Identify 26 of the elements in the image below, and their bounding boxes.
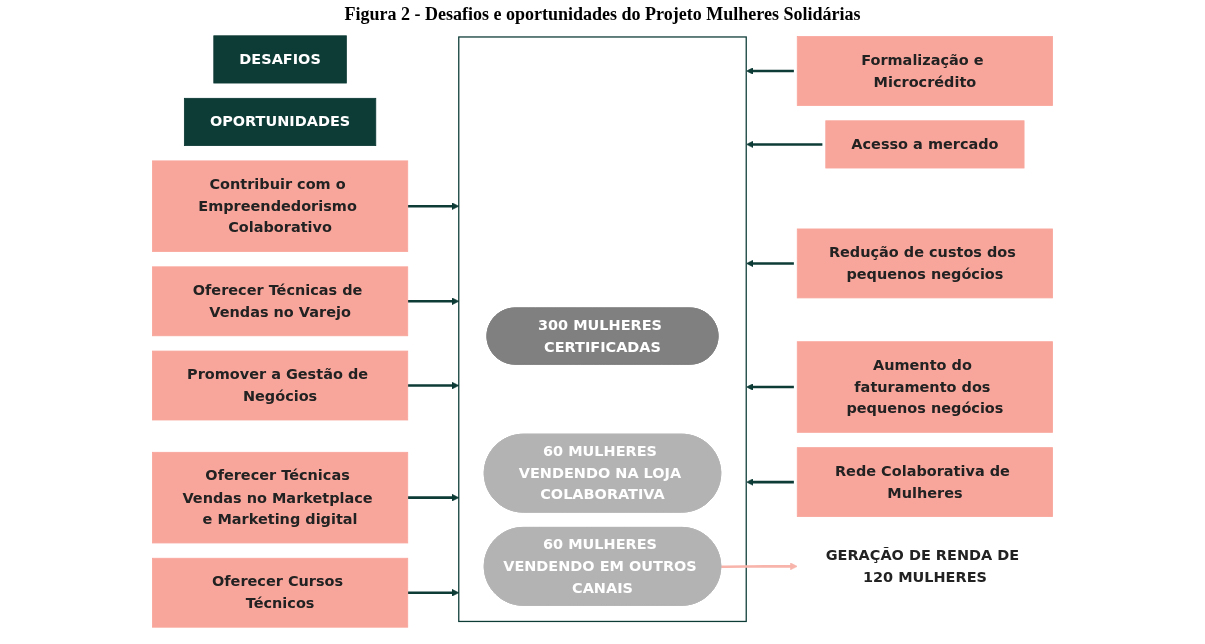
cluster xyxy=(458,36,747,623)
node-box: Oferecer Técnicas de Vendas no Varejo xyxy=(152,266,409,337)
node-box: DESAFIOS xyxy=(213,35,347,84)
figure-title: Figura 2 - Desafios e oportunidades do Projeto Mulheres Solidárias xyxy=(343,4,862,25)
arrow xyxy=(746,140,823,149)
arrow xyxy=(407,297,460,306)
arrow xyxy=(746,478,794,486)
arrow xyxy=(407,202,460,210)
node-text: GERAÇÃO DE RENDA DE 120 MULHERES xyxy=(825,546,1020,586)
node-box: Oferecer Cursos Técnicos xyxy=(152,557,409,628)
node-box: Formalização e Microcrédito xyxy=(796,36,1053,106)
node-box: Oferecer Técnicas Vendas no Marketplace e Marketing digital xyxy=(152,451,409,544)
node-box: Rede Colaborativa de Mulheres xyxy=(796,447,1053,517)
arrow xyxy=(407,589,460,597)
arrow xyxy=(746,259,794,268)
arrow xyxy=(721,562,798,571)
arrow xyxy=(746,67,794,75)
arrow xyxy=(746,383,794,391)
node-box: Contribuir com o Empreendedorismo Colaborativo xyxy=(152,160,409,252)
arrow xyxy=(407,493,460,502)
node-box: Redução de custos dos pequenos negócios xyxy=(796,228,1053,299)
arrow xyxy=(407,381,460,390)
node-box: Acesso a mercado xyxy=(825,120,1025,169)
node-box: OPORTUNIDADES xyxy=(183,97,377,146)
node-box: Promover a Gestão de Negócios xyxy=(152,350,409,421)
node-box: Aumento do faturamento dos pequenos negócios xyxy=(796,341,1053,433)
